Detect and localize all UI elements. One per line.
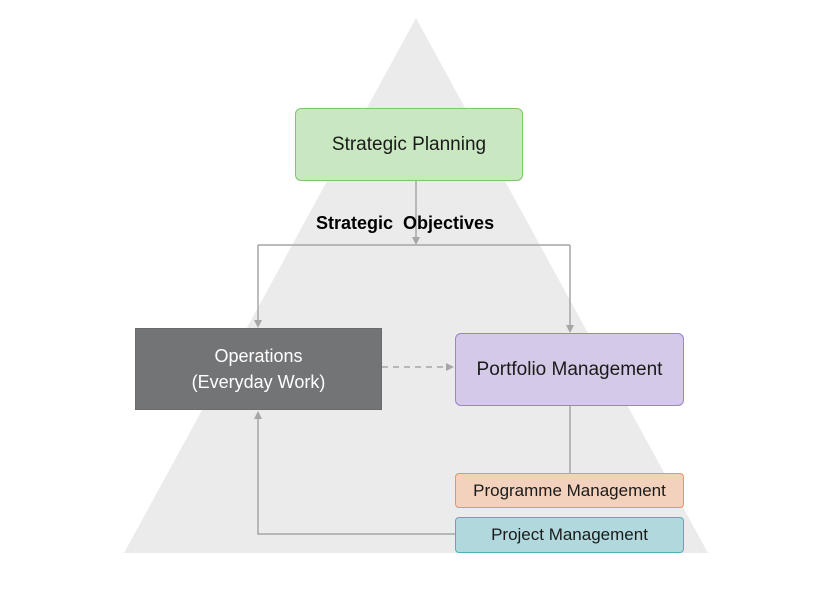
connector-project-to-operations [254, 411, 455, 535]
strategic-planning-box: Strategic Planning [295, 108, 523, 181]
portfolio-management-label: Portfolio Management [476, 358, 663, 380]
portfolio-management-box: Portfolio Management [455, 333, 684, 406]
operations-label: Operations [214, 346, 303, 366]
project-management-label: Project Management [491, 525, 648, 544]
strategic-planning-label: Strategic Planning [331, 133, 487, 155]
strategic-objectives-label: Strategic Objectives [316, 213, 495, 233]
programme-management-box: Programme Management [455, 473, 684, 508]
pyramid-background [124, 18, 708, 553]
operations-sublabel: (Everyday Work) [191, 372, 326, 392]
operations-box: Operations (Everyday Work) [135, 328, 382, 410]
programme-management-label: Programme Management [473, 480, 666, 500]
project-management-box: Project Management [455, 517, 684, 553]
